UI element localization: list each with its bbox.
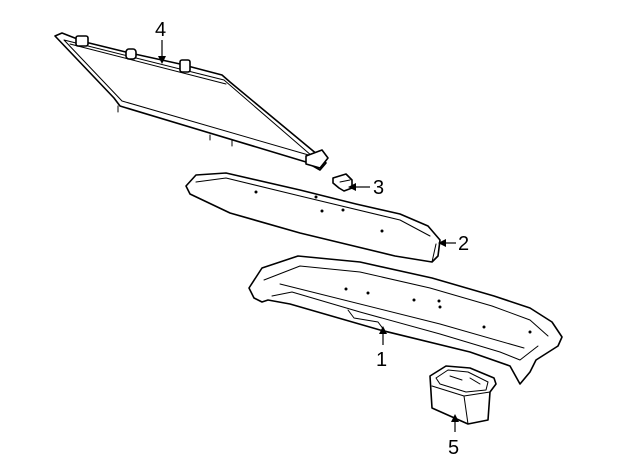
part-2-package-tray-trim [185, 172, 441, 263]
callout-4: 4 [155, 19, 166, 64]
callout-label-4: 4 [155, 19, 166, 41]
callout-label-1: 1 [376, 349, 387, 371]
part-4-sunshade [54, 32, 329, 171]
callout-label-5: 5 [448, 437, 459, 459]
callout-label-2: 2 [458, 233, 469, 255]
callout-1: 1 [376, 326, 387, 371]
part-3-clip [332, 173, 353, 192]
callout-5: 5 [448, 414, 459, 459]
callout-2: 2 [438, 233, 469, 255]
part-1-package-tray [248, 255, 563, 385]
callout-3: 3 [348, 177, 384, 199]
callout-label-3: 3 [373, 177, 384, 199]
part-5-box [429, 365, 497, 425]
